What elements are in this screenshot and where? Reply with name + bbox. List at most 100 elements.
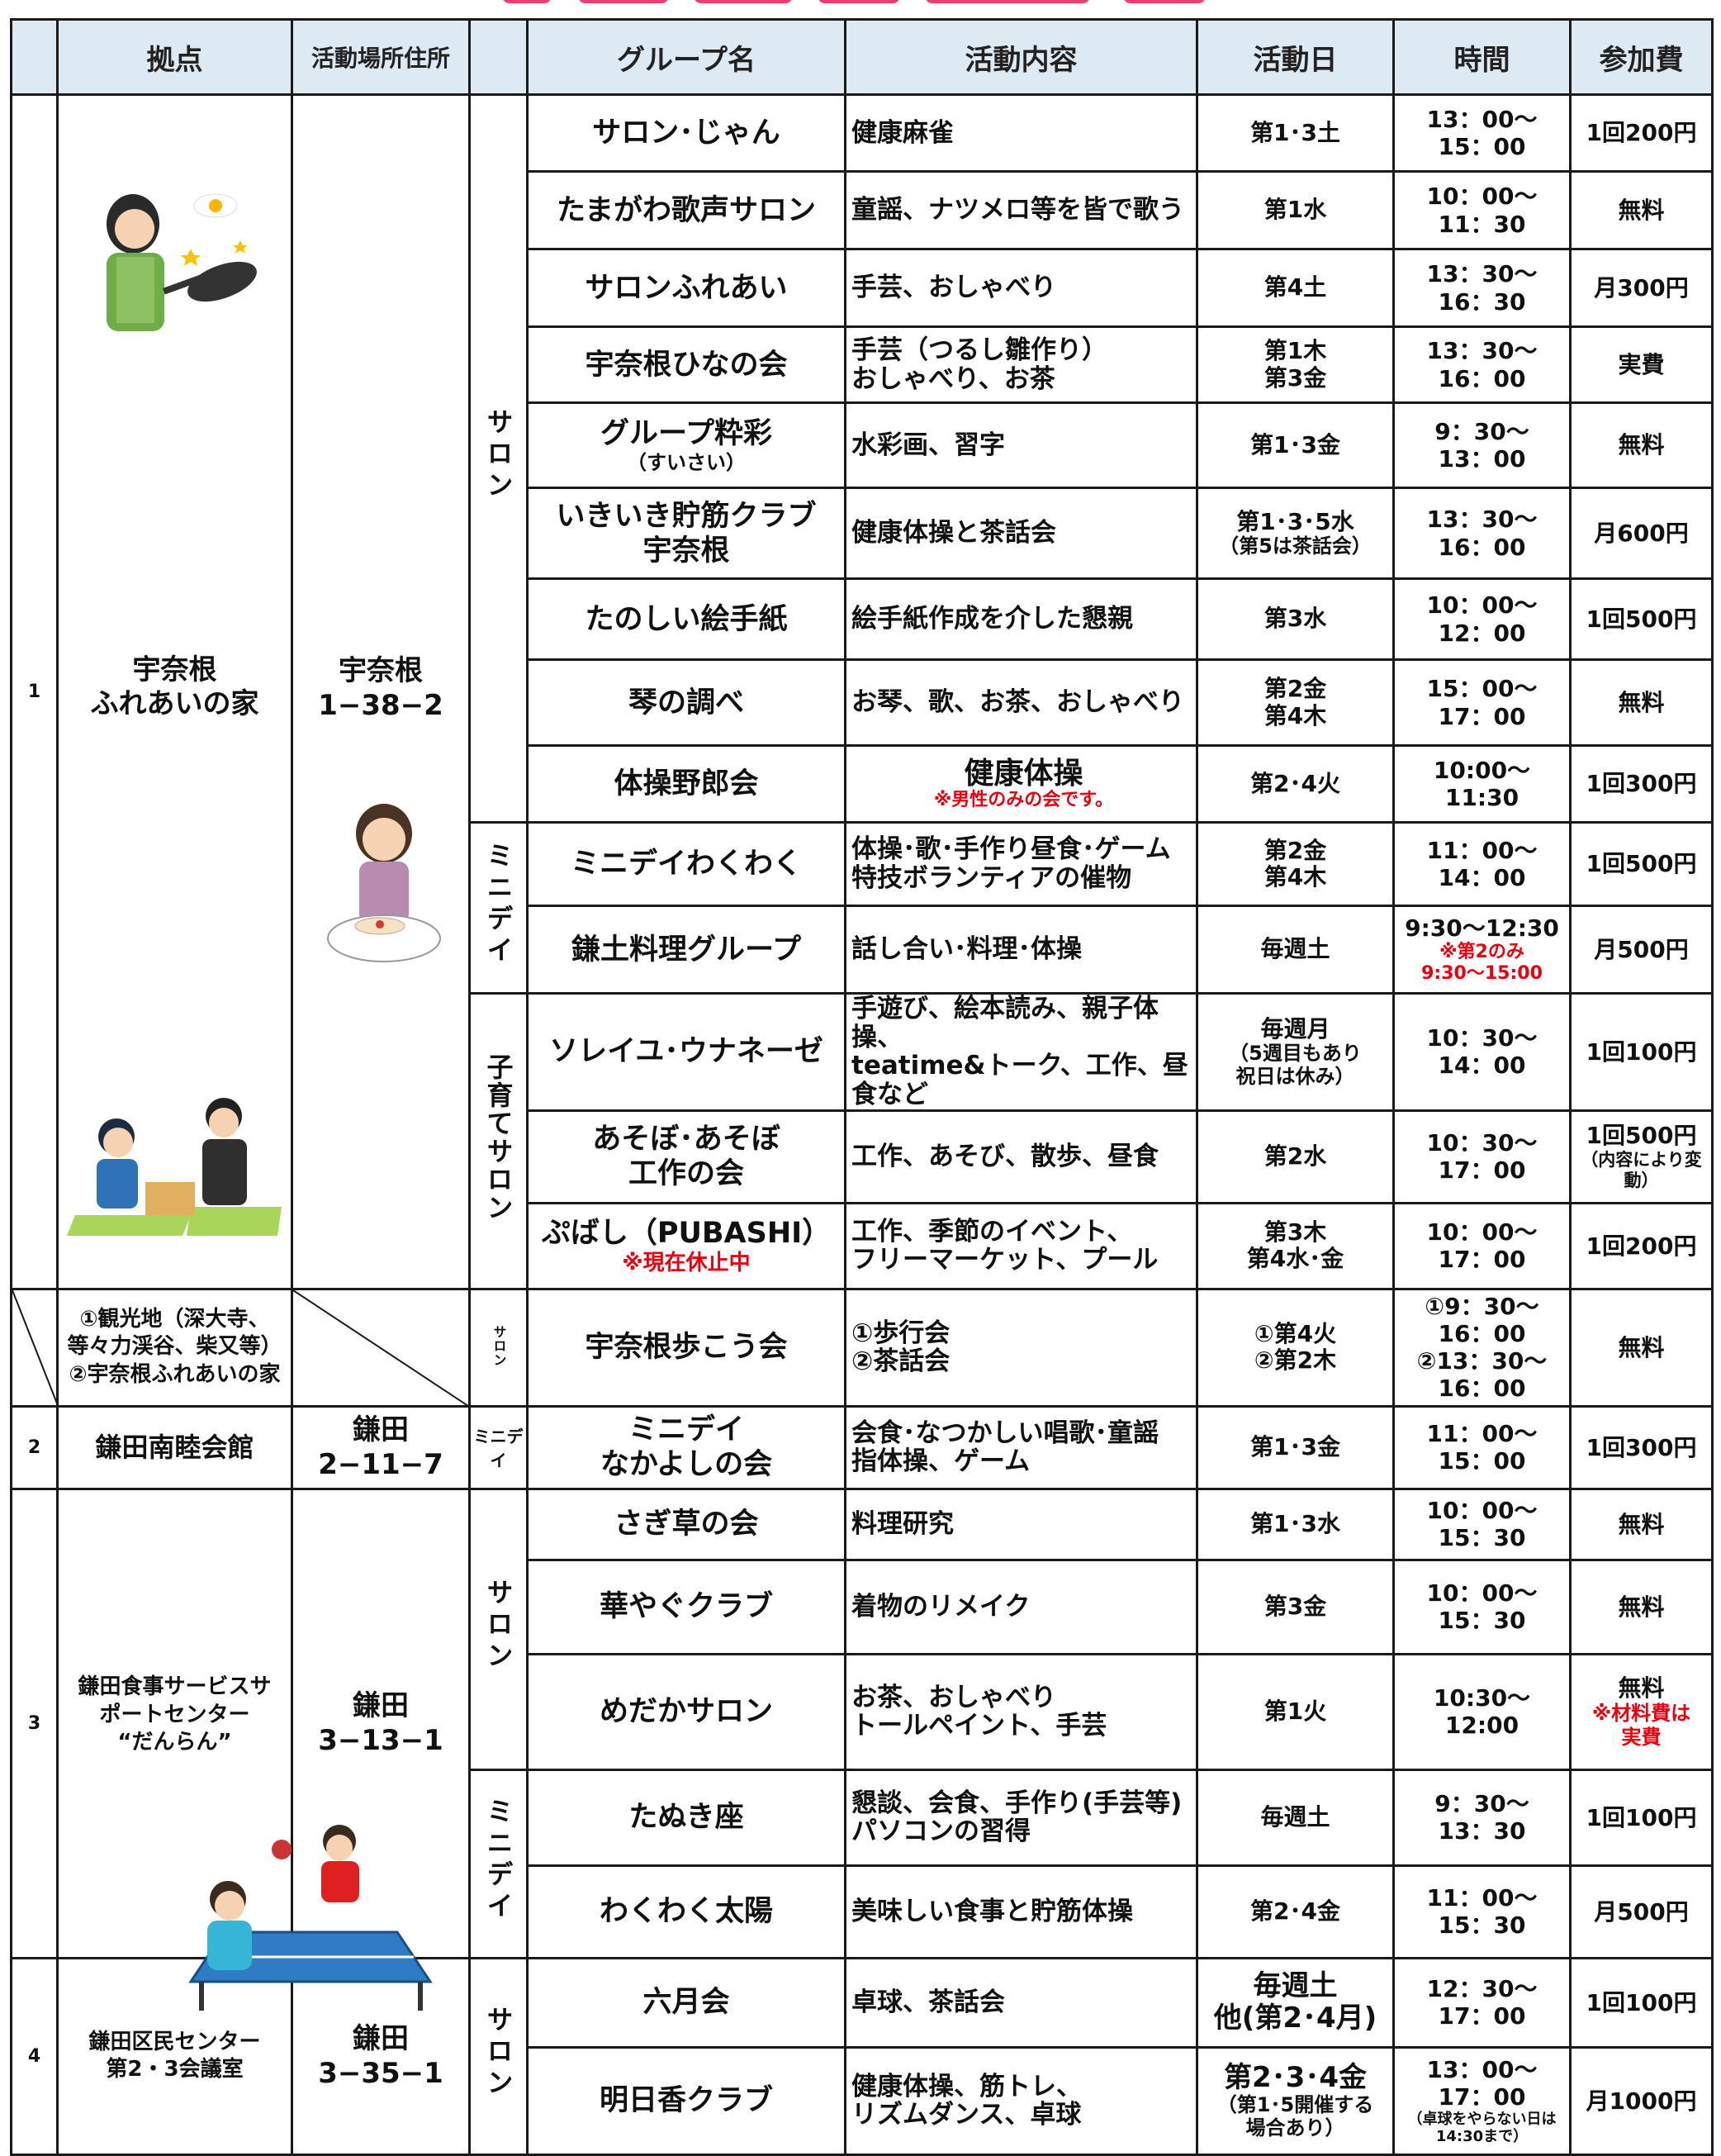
fee: 無料 [1569,1287,1714,1408]
activity-day: 毎週月（5週目もあり祝日は休み） [1196,992,1395,1112]
activity-time: 10：00〜11：30 [1392,170,1572,250]
activity-time: 10:30〜12:00 [1392,1652,1572,1771]
activity: 着物のリメイク [844,1558,1198,1655]
table-row: サロンふれあい 手芸、おしゃべり 第4土 13：30〜16：30 月300円 [12,248,1714,328]
activity-time: 13：30〜16：30 [1392,248,1572,328]
activity-day: 第3水 [1196,577,1395,661]
base-cell: 鎌田区民センター第2・3会議室 [56,1956,293,2156]
activity-day: 第2金第4木 [1196,658,1395,747]
fee: 1回300円 [1569,744,1714,824]
empty-number-cell [10,1287,59,1408]
table-row: 琴の調べ お琴、歌、お茶、おしゃべり 第2金第4木 15：00〜17：00 無料 [12,658,1714,747]
table-row: 子育てサロン ソレイユ･ウナネーゼ 手遊び、絵本読み、親子体操、teatime&… [12,992,1714,1290]
fee: 1回500円（内容により変動） [1569,1109,1714,1204]
table-row: 宇奈根ひなの会 手芸（つるし雛作り）おしゃべり、お茶 第1木第3金 13：30〜… [12,325,1714,404]
fee: 無料 [1569,1487,1714,1561]
base-name: 宇奈根 ふれあいの家 [90,653,259,721]
section-number: 3 [10,1487,59,1959]
activity: 話し合い･料理･体操 [844,905,1198,995]
group-name: ミニデイなかよしの会 [526,1404,846,1490]
category-miniday: ミニデイ [468,1404,529,1490]
group-name: たまがわ歌声サロン [526,170,846,250]
header-group: グループ名 [526,18,846,96]
fee: 実費 [1569,325,1714,404]
activity: 絵手紙作成を介した懇親 [844,577,1198,661]
group-name: 六月会 [526,1956,846,2049]
fee: 1回100円 [1569,1768,1714,1867]
table-row: わくわく太陽 美味しい食事と貯筋体操 第2･4金 11：00〜15：30 月50… [12,1864,1714,1959]
activity-day: 第3木第4水･金 [1196,1201,1395,1290]
fee: 1回100円 [1569,992,1714,1112]
activity-day: 第1･3･5水（第5は茶話会） [1196,487,1395,580]
group-name: めだかサロン [526,1652,846,1771]
activity: 健康体操※男性のみの会です。 [844,744,1198,824]
fee: 月500円 [1569,1864,1714,1959]
header-no [10,18,59,96]
activity: 健康体操、筋トレ、リズムダンス、卓球 [844,2045,1198,2156]
activity-day: 第1･3水 [1196,1487,1395,1561]
address-text: 宇奈根 1−38−2 [318,653,443,723]
fee: 1回500円 [1569,577,1714,661]
header-row: 拠点 活動場所住所 グループ名 活動内容 活動日 時間 参加費 [10,18,1714,96]
group-name: わくわく太陽 [526,1864,846,1959]
activity: 工作、季節のイベント、フリーマーケット、プール [844,1201,1198,1290]
category-salon: サロン [468,1956,529,2156]
table-tennis-illustration [188,1824,433,2011]
activity: 手遊び、絵本読み、親子体操、teatime&トーク、工作、昼食など [844,992,1198,1112]
section-number: 1 [10,93,59,1290]
activity: 童謡、ナツメロ等を皆で歌う [844,170,1198,250]
activity: 水彩画、習字 [844,401,1198,489]
activity-time: 9：30〜13：30 [1392,1768,1572,1867]
table-row: 華やぐクラブ 着物のリメイク 第3金 10：00〜15：30 無料 [12,1558,1714,1655]
activity-day: 第2･4火 [1196,744,1395,824]
table-row: 1 宇奈根 [10,93,1714,1290]
group-name: 琴の調べ [526,658,846,747]
activity: お茶、おしゃべりトールペイント、手芸 [844,1652,1198,1771]
activity-time: 10：00〜17：00 [1392,1201,1572,1290]
category-salon: サロン [468,1287,529,1408]
activity-day: 第2･3･4金（第1･5開催する場合あり） [1196,2045,1395,2156]
group-name: 体操野郎会 [526,744,846,824]
table-row: グループ粋彩（すいさい） 水彩画、習字 第1･3金 9：30〜13：00 無料 [12,401,1714,489]
activity: 健康麻雀 [844,93,1198,173]
header-time: 時間 [1392,18,1572,96]
base-cell: 鎌田食事サービスサ ポートセンター “だんらん” [56,1487,433,2011]
table-row: いきいき貯筋クラブ宇奈根 健康体操と茶話会 第1･3･5水（第5は茶話会） 13… [12,487,1714,580]
header-activity: 活動内容 [844,18,1198,96]
group-name: さぎ草の会 [526,1487,846,1561]
fee: 月600円 [1569,487,1714,580]
activity-time: 11：00〜15：30 [1392,1864,1572,1959]
group-name: 宇奈根歩こう会 [526,1287,846,1408]
section-number: 4 [10,1956,59,2156]
header-day: 活動日 [1196,18,1395,96]
activity-day: 第4土 [1196,248,1395,328]
activity-day: 第1･3土 [1196,93,1395,173]
activity-time: 13：00〜15：00 [1392,93,1572,173]
activity: 卓球、茶話会 [844,1956,1198,2049]
category-miniday: ミニデイ [468,1768,529,1959]
activity: 料理研究 [844,1487,1198,1561]
activity-time: 15：00〜17：00 [1392,658,1572,747]
cake-woman-illustration [327,803,441,962]
activity-day: 第2･4金 [1196,1864,1395,1959]
table-row: ぷばし（PUBASHI）※現在休止中 工作、季節のイベント、フリーマーケット、プ… [12,1201,1714,1290]
fee: 1回200円 [1569,1201,1714,1290]
activity-time: 10:00〜11:30 [1392,744,1572,824]
section-number: 2 [10,1404,59,1490]
activity-time: 10：30〜17：00 [1392,1109,1572,1204]
diagonal-line [13,1291,55,1401]
table-row: ①観光地（深大寺、 等々力渓谷、柴又等） ②宇奈根ふれあいの家 サロン 宇奈根歩… [10,1287,1714,1408]
activity: 手芸（つるし雛作り）おしゃべり、お茶 [844,325,1198,404]
activity-day: 第1水 [1196,170,1395,250]
category-kosodate-salon: 子育てサロン [468,992,529,1290]
activity-day: 第3金 [1196,1558,1395,1655]
category-salon: サロン [468,93,529,824]
